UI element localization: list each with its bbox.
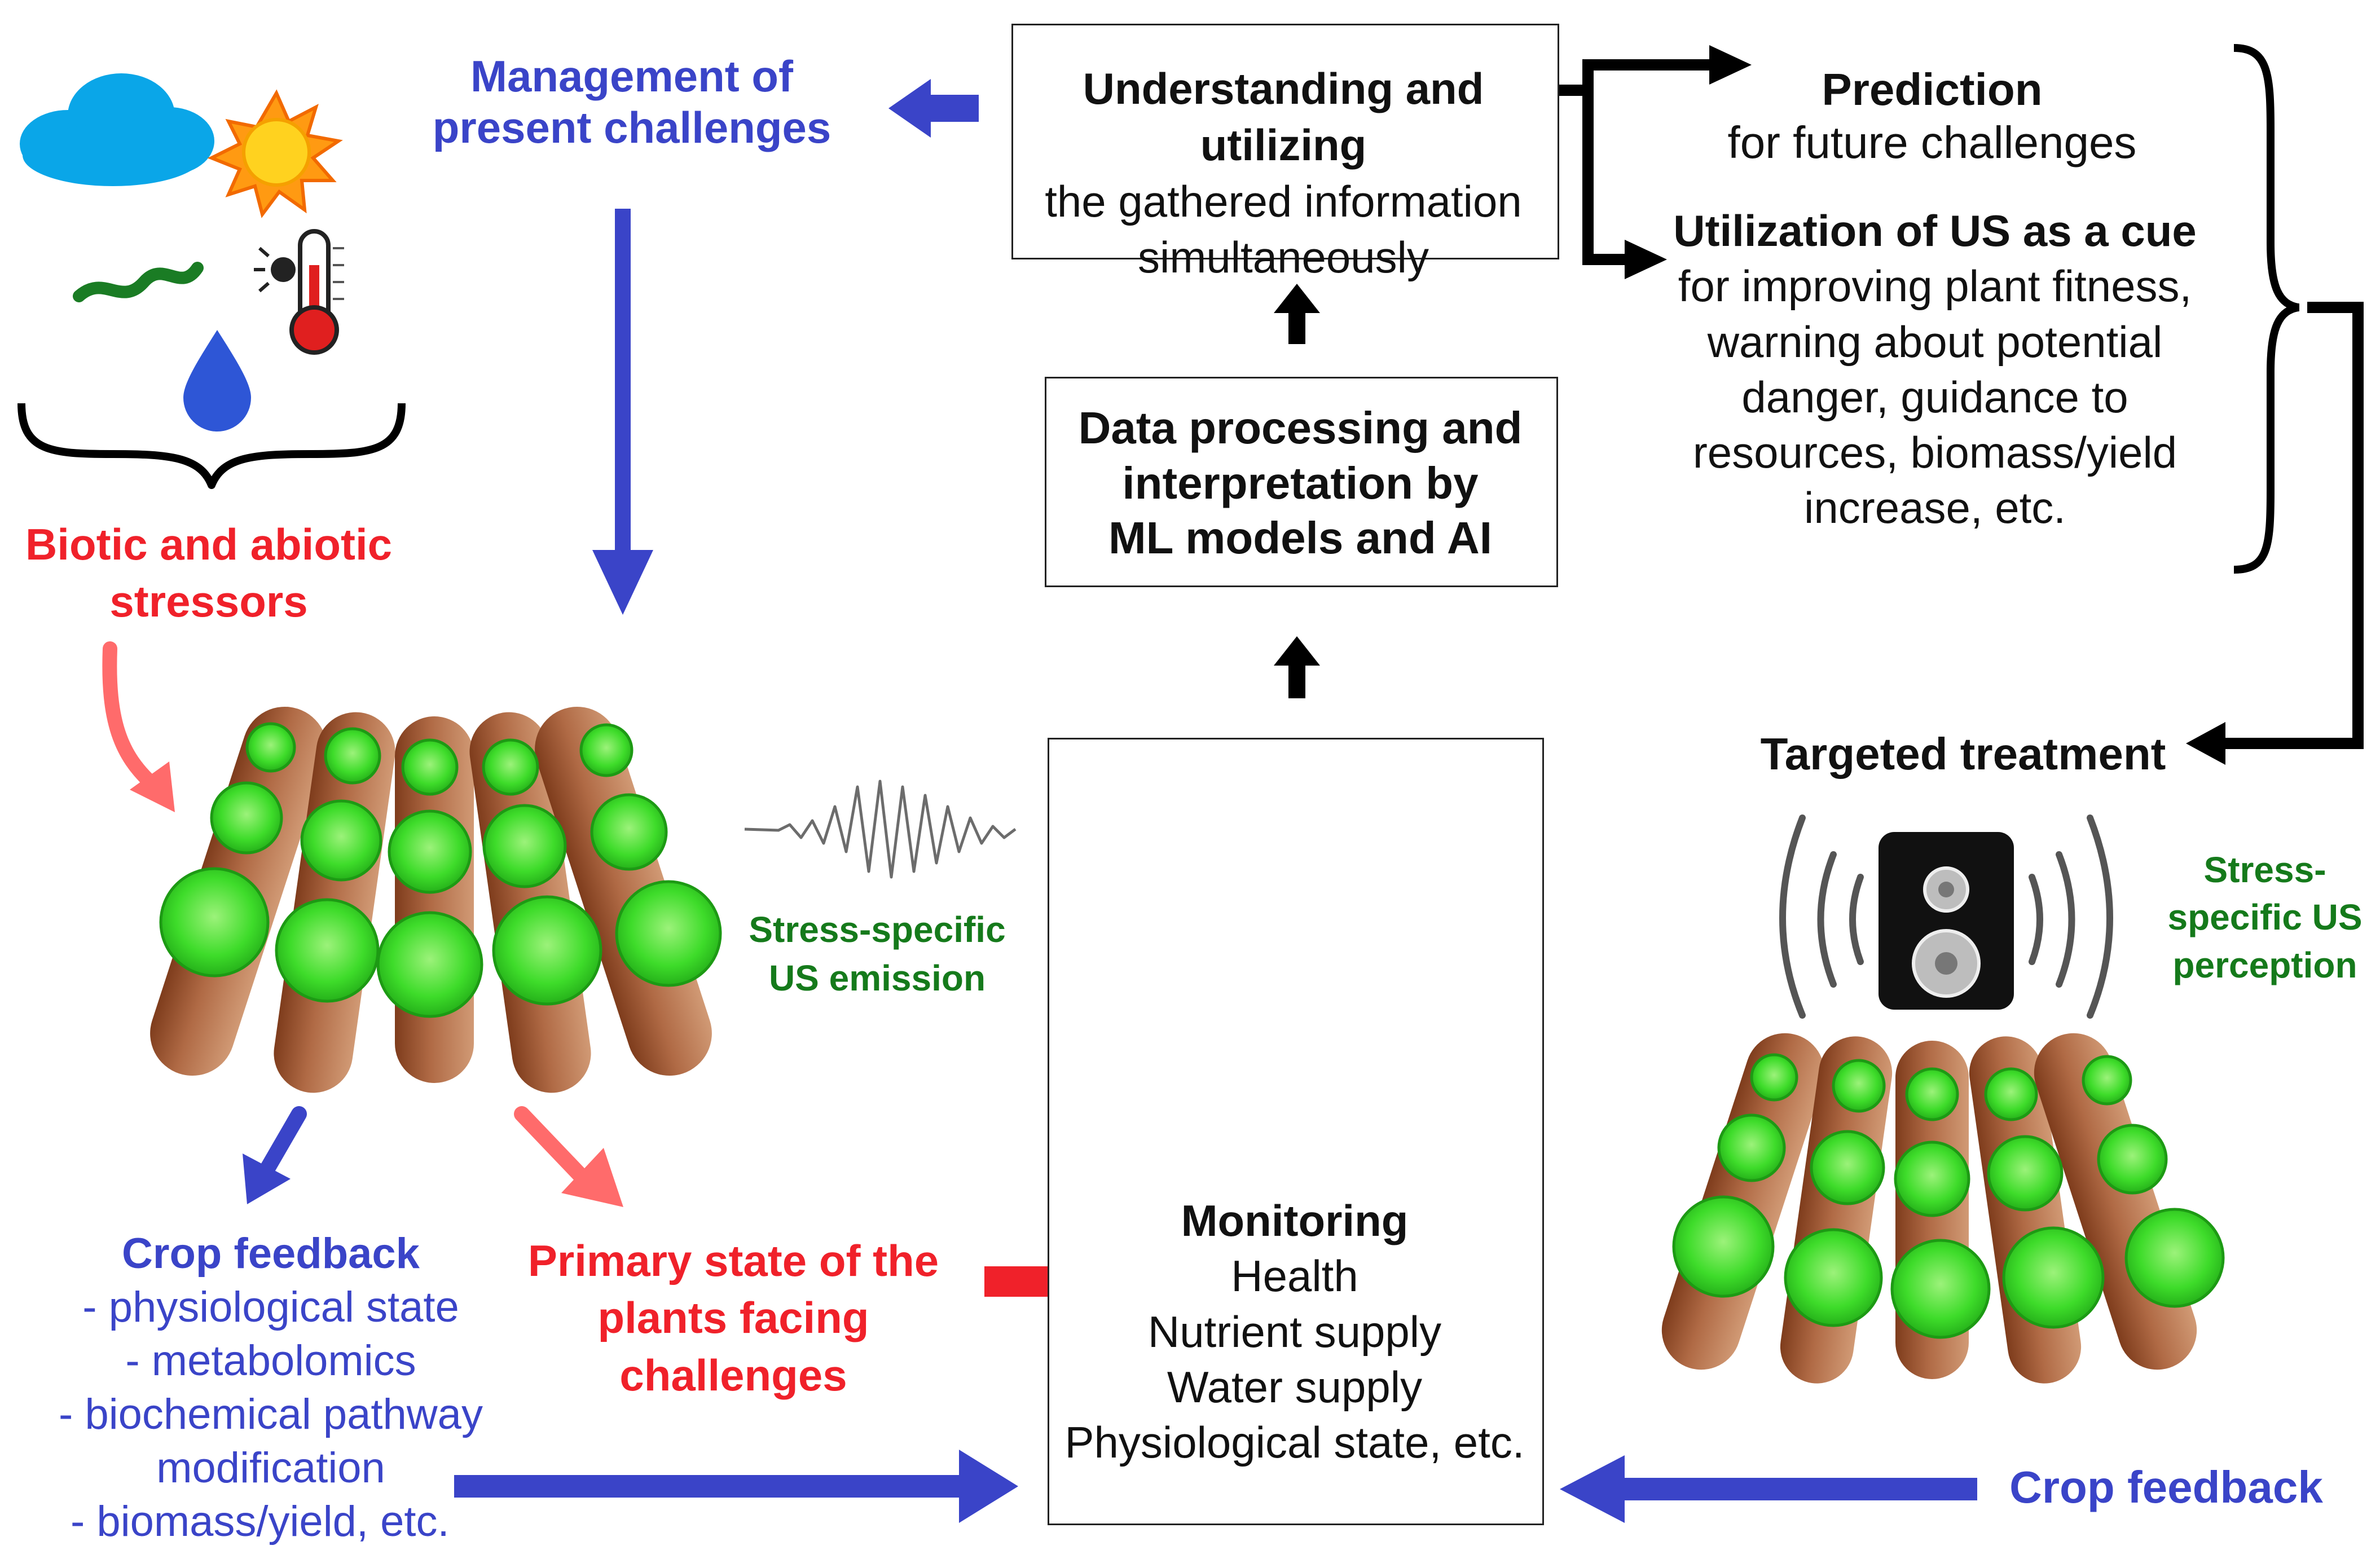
thermometer-icon (254, 229, 344, 355)
stressor-brace (17, 403, 406, 489)
water-drop-icon (183, 330, 251, 432)
arrow-to-targeted-treatment (2186, 302, 2364, 765)
crop-feedback-right-label: Crop feedback (2009, 1462, 2323, 1512)
arrow-management-down (592, 209, 653, 615)
prediction-label: Prediction for future challenges (1727, 64, 2137, 168)
worm-icon (73, 262, 204, 302)
perception-label: Stress- specific US perception (2167, 849, 2363, 985)
arrow-stressors-to-field (102, 641, 175, 812)
arrow-to-crop-feedback (243, 1106, 307, 1204)
outcome-brace (2233, 44, 2300, 574)
arrow-right-feedback-to-monitoring (1560, 1455, 1977, 1523)
processing-label: Data processing and interpretation by ML… (1078, 403, 1523, 563)
cloud-icon (20, 73, 214, 186)
crop-feedback-left-label: Crop feedback - physiological state - me… (59, 1230, 483, 1546)
cue-label: Utilization of US as a cue for improving… (1673, 206, 2197, 533)
understanding-box (1011, 24, 1559, 259)
arrow-to-primary-state (514, 1106, 623, 1207)
processing-box (1045, 377, 1558, 587)
arrow-monitoring-up (1274, 636, 1320, 698)
crop-field-left (150, 706, 722, 1093)
speaker-icon (1779, 814, 2113, 1019)
crop-field-right (1661, 1033, 2225, 1384)
monitoring-label: Monitoring Health Nutrient supply Water … (1064, 1196, 1525, 1468)
arrow-to-prediction-and-cue (1551, 45, 1752, 279)
understanding-label: Understanding and utilizing the gathered… (1045, 64, 1522, 283)
arrow-processing-up (1274, 284, 1320, 344)
arrow-to-management (888, 79, 979, 138)
sound-wave-icon (744, 780, 1017, 879)
arrow-feedback-to-monitoring (454, 1450, 1018, 1523)
monitoring-box (1048, 738, 1544, 1525)
targeted-treatment-label: Targeted treatment (1760, 729, 2166, 779)
sun-icon (207, 89, 343, 218)
